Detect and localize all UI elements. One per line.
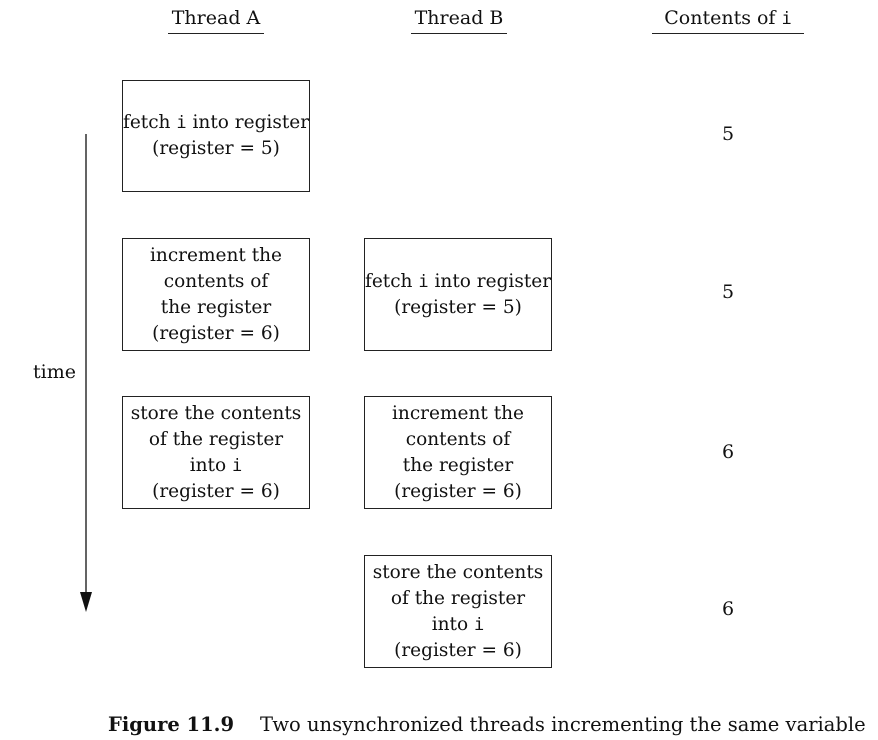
step-line: (register = 6) xyxy=(152,479,280,505)
step-line: contents of xyxy=(406,427,511,453)
contents-of-i-header: Contents of i xyxy=(652,6,804,30)
step-text: (register = 6) xyxy=(152,480,280,502)
step-text: (register = 6) xyxy=(394,480,522,502)
step-line: of the register xyxy=(149,427,283,453)
variable-i-code: i xyxy=(232,455,243,476)
thread-a-step-fetch: fetch i into register(register = 5) xyxy=(122,80,310,192)
i-value-step-2: 5 xyxy=(721,281,735,303)
step-line: the register xyxy=(161,295,271,321)
step-text: fetch xyxy=(364,270,419,292)
contents-of-i-header-rule xyxy=(652,33,804,34)
thread-b-header-rule xyxy=(411,33,507,34)
step-line: fetch i into register xyxy=(123,110,309,136)
step-line: (register = 6) xyxy=(152,321,280,347)
step-text: the register xyxy=(160,296,272,318)
step-text: into register xyxy=(186,112,310,133)
thread-b-step-increment: increment the contents of the register (reg… xyxy=(364,396,552,509)
step-text: of the register xyxy=(148,428,284,450)
step-text: contents of xyxy=(405,428,511,450)
figure-number: Figure 11.9 xyxy=(108,713,235,736)
step-line: (register = 6) xyxy=(394,479,522,505)
step-text: (register = 5) xyxy=(394,296,522,318)
step-text: into register xyxy=(428,270,552,292)
thread-b-step-fetch: fetch i into register(register = 5) xyxy=(364,238,552,351)
step-line: store the contents xyxy=(373,560,544,586)
step-text: fetch xyxy=(122,112,177,133)
variable-i-code: i xyxy=(418,271,429,292)
i-value-step-3: 6 xyxy=(721,441,735,463)
step-line: contents of xyxy=(164,269,269,295)
step-line: (register = 5) xyxy=(394,295,522,321)
i-value-step-1: 5 xyxy=(721,123,735,145)
variable-i-code: i xyxy=(474,614,485,635)
thread-a-step-increment: increment the contents of the register (reg… xyxy=(122,238,310,351)
variable-i-label: i xyxy=(781,9,792,29)
step-line: of the register xyxy=(391,586,525,612)
step-text: store the contents xyxy=(130,402,302,424)
step-line: (register = 5) xyxy=(152,136,280,162)
step-line: the register xyxy=(403,453,513,479)
i-value-step-4: 6 xyxy=(721,598,735,620)
time-axis-arrow xyxy=(80,134,92,612)
step-text: store the contents xyxy=(372,561,544,583)
step-text: into xyxy=(189,454,233,476)
contents-of-label: Contents of xyxy=(664,7,782,29)
variable-i-code: i xyxy=(176,113,187,133)
step-line: fetch i into register xyxy=(365,269,551,295)
step-text: the register xyxy=(402,454,514,476)
step-line: (register = 6) xyxy=(394,638,522,664)
step-line: increment the xyxy=(150,243,282,269)
thread-a-header: Thread A xyxy=(171,7,261,29)
step-text: (register = 6) xyxy=(152,322,280,344)
step-text: (register = 5) xyxy=(152,138,280,159)
time-axis-label: time xyxy=(33,360,76,384)
step-line: increment the xyxy=(392,401,524,427)
step-text: of the register xyxy=(390,587,526,609)
step-line: into i xyxy=(190,453,243,479)
step-text: increment the xyxy=(149,244,282,266)
figure-caption-text: Two unsynchronized threads incrementing … xyxy=(260,713,866,736)
step-text: into xyxy=(431,613,475,635)
step-text: increment the xyxy=(391,402,524,424)
step-text: (register = 6) xyxy=(394,639,522,661)
step-line: store the contents xyxy=(131,401,302,427)
figure-caption: Figure 11.9 Two unsynchronized threads in… xyxy=(108,712,866,738)
step-line: into i xyxy=(432,612,485,638)
step-text: contents of xyxy=(163,270,269,292)
thread-b-header: Thread B xyxy=(414,7,504,29)
time-axis-arrowhead xyxy=(80,592,92,612)
thread-a-header-rule xyxy=(168,33,264,34)
